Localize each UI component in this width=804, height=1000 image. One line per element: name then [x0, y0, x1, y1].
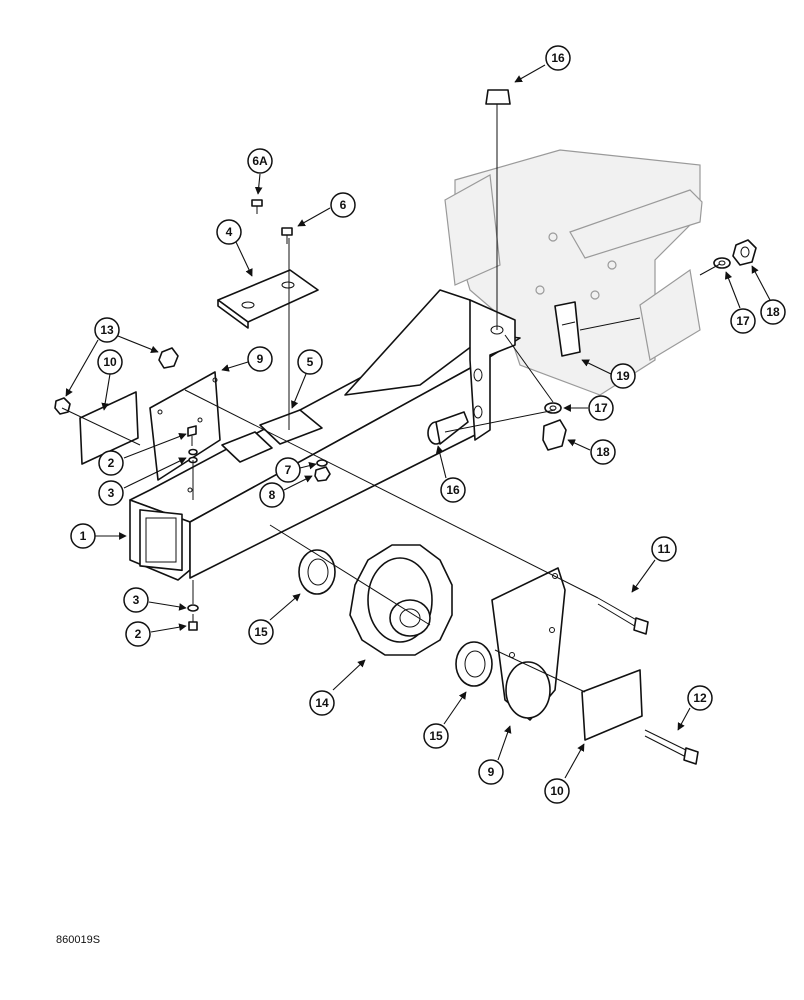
svg-text:13: 13: [100, 323, 114, 337]
svg-text:9: 9: [257, 352, 264, 366]
nut-18-lower: [542, 419, 567, 451]
svg-text:6A: 6A: [252, 154, 268, 168]
svg-text:18: 18: [596, 445, 610, 459]
callout-6a[interactable]: 6A: [247, 148, 273, 195]
svg-text:15: 15: [429, 729, 443, 743]
washer-3-lower: [187, 604, 199, 612]
plate-10-right: [581, 669, 643, 741]
callout-1[interactable]: 1: [70, 523, 127, 549]
svg-text:3: 3: [108, 486, 115, 500]
callout-5[interactable]: 5: [291, 349, 323, 409]
nut-13-left: [54, 397, 71, 415]
svg-text:7: 7: [285, 463, 292, 477]
svg-text:18: 18: [766, 305, 780, 319]
svg-text:12: 12: [693, 691, 707, 705]
svg-text:17: 17: [594, 401, 608, 415]
callout-18-lower[interactable]: 18: [567, 439, 616, 465]
callout-18-upper[interactable]: 18: [751, 265, 786, 325]
svg-text:14: 14: [315, 696, 329, 710]
callout-4[interactable]: 4: [216, 219, 253, 277]
callout-9-right[interactable]: 9: [478, 725, 512, 785]
callout-17-upper[interactable]: 17: [724, 271, 756, 334]
callout-19[interactable]: 19: [581, 359, 636, 389]
callout-7[interactable]: 7: [275, 457, 317, 483]
svg-text:16: 16: [446, 483, 460, 497]
nut-8: [314, 466, 331, 482]
svg-text:9: 9: [488, 765, 495, 779]
callout-15-left[interactable]: 15: [248, 593, 301, 645]
nut-13-right: [158, 347, 179, 369]
svg-text:5: 5: [307, 355, 314, 369]
bolt-16-horizontal: [427, 411, 469, 445]
callout-15-right[interactable]: 15: [423, 691, 467, 749]
bolt-2-upper: [187, 425, 197, 446]
callout-9-left[interactable]: 9: [221, 346, 273, 372]
plate-10-left: [79, 391, 139, 465]
washer-15-left: [298, 549, 336, 595]
svg-text:15: 15: [254, 625, 268, 639]
svg-text:10: 10: [550, 784, 564, 798]
frame-tube-assembly: [129, 289, 521, 581]
bolt-6a: [251, 199, 263, 214]
callout-12[interactable]: 12: [677, 685, 713, 731]
svg-text:17: 17: [736, 314, 750, 328]
callout-10-right[interactable]: 10: [544, 743, 585, 804]
callout-17-lower[interactable]: 17: [563, 395, 614, 421]
callout-6[interactable]: 6: [297, 192, 356, 227]
assembly-centerlines: [61, 238, 721, 693]
svg-text:4: 4: [226, 225, 233, 239]
svg-text:19: 19: [616, 369, 630, 383]
callout-13[interactable]: 13: [65, 317, 159, 397]
bolt-12: [644, 729, 699, 765]
idler-sprocket: [349, 544, 453, 656]
bolt-16-vertical: [485, 89, 511, 330]
svg-text:2: 2: [135, 627, 142, 641]
svg-text:8: 8: [269, 488, 276, 502]
svg-text:2: 2: [108, 456, 115, 470]
bolt-6: [281, 227, 293, 244]
svg-text:16: 16: [551, 51, 565, 65]
nut-18-upper: [732, 239, 757, 266]
callout-16-right[interactable]: 16: [435, 445, 466, 503]
plate-9-right: [491, 567, 566, 721]
tractor-frame-ghost: [444, 149, 703, 396]
callout-14[interactable]: 14: [309, 659, 366, 716]
bolt-11: [597, 597, 649, 635]
callout-11[interactable]: 11: [631, 536, 677, 593]
figure-reference-number: 860019S: [56, 934, 101, 946]
callout-2-lower[interactable]: 2: [125, 621, 187, 647]
callout-3-lower[interactable]: 3: [123, 587, 187, 613]
svg-text:3: 3: [133, 593, 140, 607]
svg-text:11: 11: [658, 542, 671, 556]
washer-7: [316, 459, 328, 467]
callout-3-upper[interactable]: 3: [98, 457, 187, 506]
callout-2-upper[interactable]: 2: [98, 432, 187, 476]
top-plate: [217, 269, 319, 329]
callout-8[interactable]: 8: [259, 475, 313, 508]
svg-text:6: 6: [340, 198, 347, 212]
svg-text:1: 1: [80, 529, 87, 543]
callout-10-left[interactable]: 10: [97, 349, 123, 411]
bolt-2-lower: [188, 614, 198, 631]
washer-17-lower: [544, 402, 562, 414]
spacer-plate: [554, 301, 581, 357]
callout-16-top[interactable]: 16: [514, 45, 571, 83]
svg-text:10: 10: [103, 355, 117, 369]
washer-15-right: [455, 641, 493, 687]
